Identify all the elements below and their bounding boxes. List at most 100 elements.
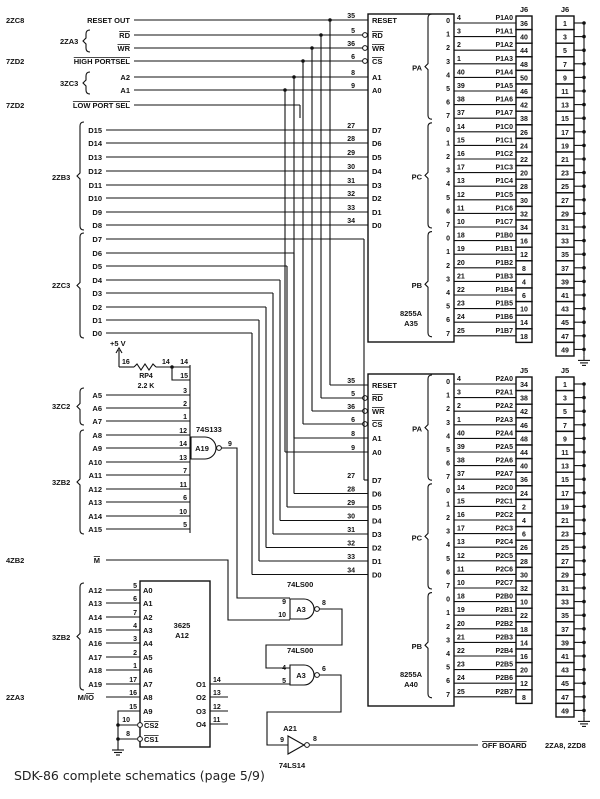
pin-number: 10 [278, 612, 286, 619]
signal-label-1: RD [119, 31, 130, 40]
address-label: A14 [88, 512, 103, 521]
port-bit: 2 [446, 154, 450, 161]
chip-data-label: D2 [372, 544, 382, 553]
gnd-pin: 49 [561, 347, 569, 354]
inversion-bubble [314, 672, 320, 678]
chip-data-label: D7 [372, 126, 382, 135]
gnd-pin: 11 [561, 450, 569, 457]
port-bit: 0 [446, 597, 450, 604]
port-bit: 1 [446, 32, 450, 39]
prom-input-label: A12 [88, 586, 102, 595]
pin-number: 9 [351, 83, 355, 90]
signal-ref: 2ZC8 [6, 16, 24, 25]
connector-pin: 48 [520, 436, 528, 443]
data-low-label: D7 [92, 235, 102, 244]
net-name: P1B5 [495, 301, 513, 308]
gnd-pin: 5 [563, 48, 567, 55]
net-name: P2A6 [495, 458, 513, 465]
pin-number: 8 [313, 736, 317, 743]
connector-pin: 36 [520, 477, 528, 484]
net-name: P1C2 [495, 151, 513, 158]
ppi1-ref: A35 [404, 319, 418, 328]
connector-pin: 50 [520, 75, 528, 82]
inversion-bubble [362, 45, 368, 51]
port-bit: 2 [446, 406, 450, 413]
pin-number: 2 [457, 403, 461, 410]
connector-pin: 14 [520, 640, 528, 647]
brace-prom-addr [76, 582, 85, 691]
net-name: P1B3 [495, 273, 513, 280]
pin-number: 35 [347, 13, 355, 20]
port-bit: 4 [446, 181, 450, 188]
pin-number: 18 [457, 233, 465, 240]
pin-number: 2 [457, 42, 461, 49]
prom-input-label: A18 [88, 666, 102, 675]
gnd-pin: 1 [563, 21, 567, 28]
gnd-pin: 15 [561, 116, 569, 123]
power-label: +5 V [110, 339, 126, 348]
net-name: P2C0 [495, 485, 513, 492]
port-bit: 5 [446, 556, 450, 563]
port-bit: 1 [446, 610, 450, 617]
pin-number: 6 [133, 596, 137, 603]
port-bit: 3 [446, 59, 450, 66]
pin-number: 34 [347, 568, 355, 575]
ppi2-connector-label: J5 [520, 366, 528, 375]
pin-number: 6 [351, 417, 355, 424]
connector-pin: 18 [520, 334, 528, 341]
prom-type: 3625 [174, 621, 191, 630]
port-bit: 1 [446, 249, 450, 256]
chip-pin-label: A0 [372, 448, 382, 457]
prom-input-label-io: IO [86, 693, 94, 702]
net-name: P2A7 [495, 471, 513, 478]
pin-number: 14 [457, 124, 465, 131]
gnd-pin: 39 [561, 279, 569, 286]
nand-gate-a-ref: A3 [296, 605, 306, 614]
gnd-pin: 37 [561, 627, 569, 634]
pin-number: 34 [347, 218, 355, 225]
chip-data-label: D0 [372, 221, 382, 230]
port-bit: 0 [446, 236, 450, 243]
gnd-pin: 19 [561, 504, 569, 511]
connector-pin: 40 [520, 35, 528, 42]
port-bit: 6 [446, 208, 450, 215]
pin-number: 15 [457, 137, 465, 144]
pin-number: 30 [347, 164, 355, 171]
connector-pin: 2 [522, 504, 526, 511]
pin-number: 4 [457, 15, 461, 22]
pin-number: 15 [457, 498, 465, 505]
gnd-pin: 7 [563, 423, 567, 430]
connector-pin: 30 [520, 198, 528, 205]
connector-pin: 14 [520, 320, 528, 327]
pin-number: 21 [457, 634, 465, 641]
address-label: A6 [92, 404, 102, 413]
chip-pin-label: CS [372, 420, 382, 429]
data-low-label: D5 [92, 262, 102, 271]
signal-label-3: HIGH PORTSEL [74, 57, 131, 66]
pin-number: 3 [133, 636, 137, 643]
pin-number: 1 [457, 56, 461, 63]
signal-ref: 7ZD2 [6, 101, 24, 110]
data-high-label: D10 [88, 194, 102, 203]
port-bit: 5 [446, 195, 450, 202]
chip-data-label: D5 [372, 153, 382, 162]
address-label: A11 [89, 471, 102, 480]
net-name: P1C4 [495, 178, 513, 185]
group-ref-a5-a7: 3ZC2 [52, 402, 70, 411]
pin-number: 6 [351, 54, 355, 61]
port-bit: 3 [446, 637, 450, 644]
port-bit: 4 [446, 290, 450, 297]
chip-data-label: D7 [372, 476, 382, 485]
off-board-label: OFF BOARD [482, 741, 527, 750]
ppi1-connector-gnd-label: J6 [561, 5, 569, 14]
nand13-ref: A19 [195, 444, 209, 453]
connector-pin: 44 [520, 48, 528, 55]
connector-pin: 10 [520, 600, 528, 607]
m-signal-wire [106, 559, 262, 621]
pin-number: 25 [457, 689, 465, 696]
connector-pin: 22 [520, 613, 528, 620]
ppi1-port-pc: PC [412, 172, 423, 181]
pin-number: 11 [213, 717, 221, 724]
prom-cs-label: CS1 [144, 735, 159, 744]
